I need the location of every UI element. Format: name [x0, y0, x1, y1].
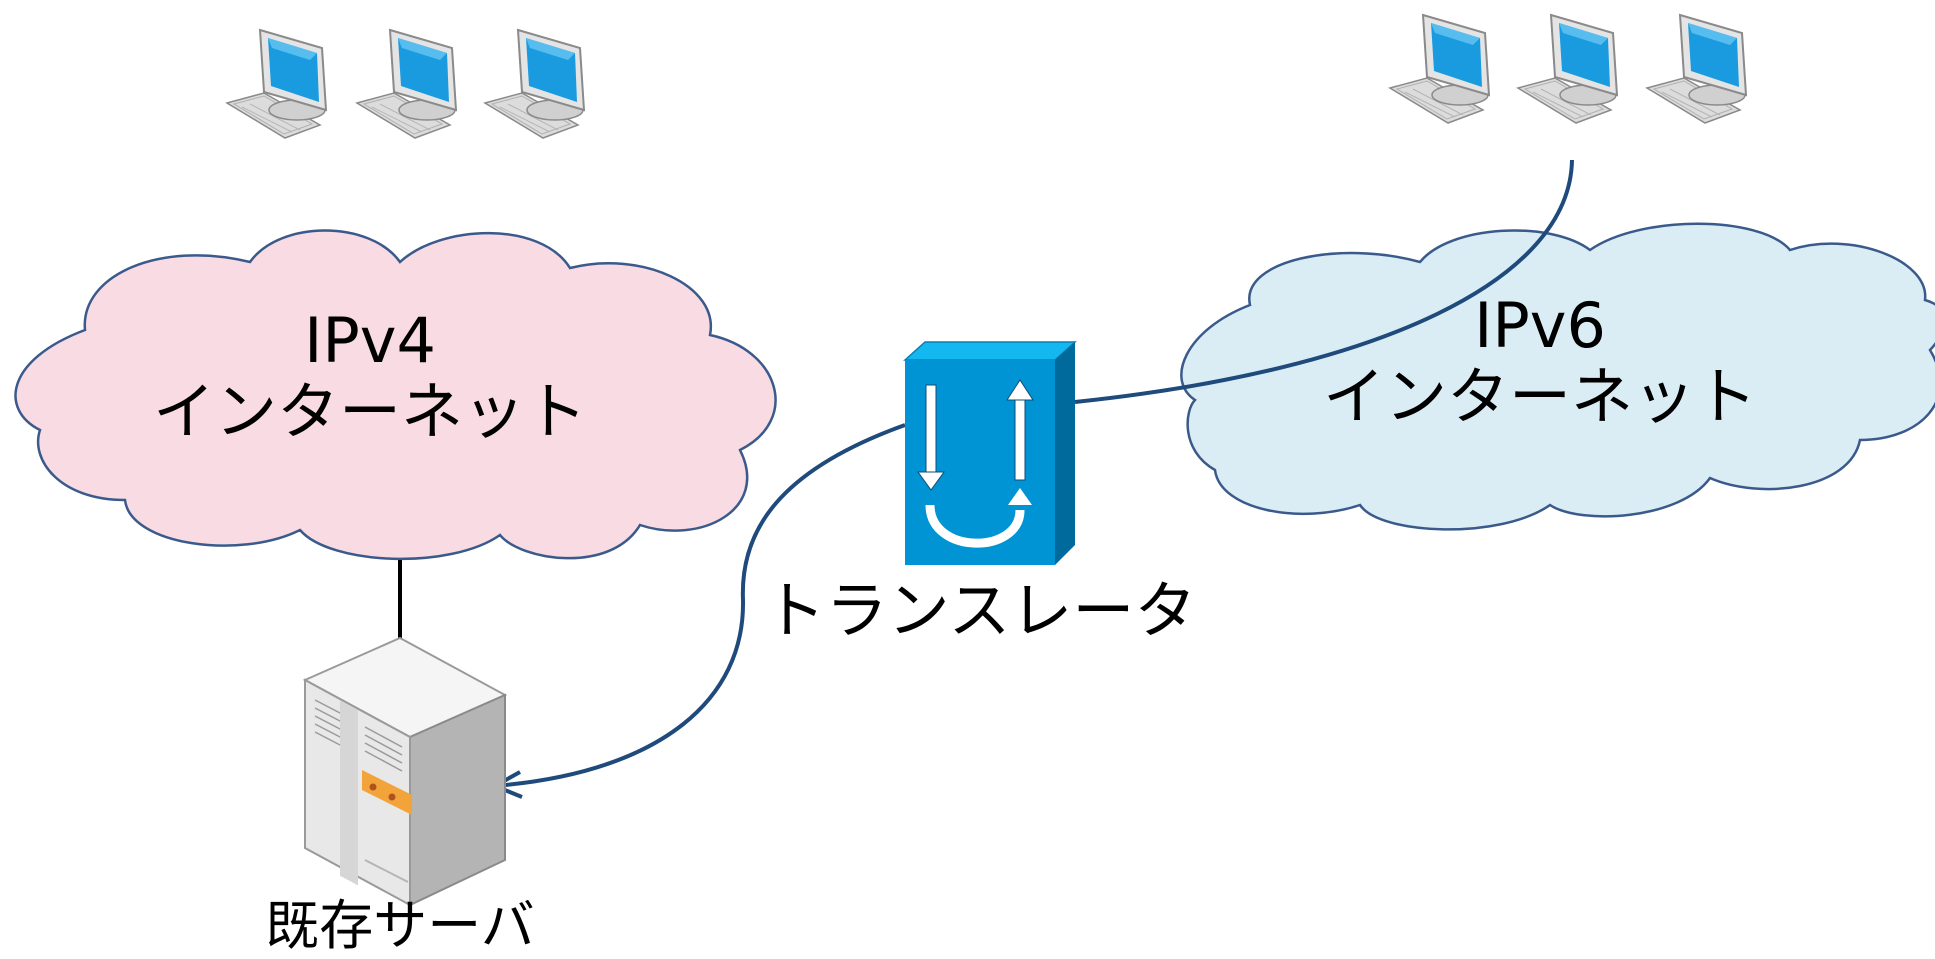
computer-icon	[356, 29, 457, 139]
ipv6-cloud	[1180, 222, 1935, 531]
ipv6-translator-link	[1074, 159, 1574, 404]
translator-icon	[903, 341, 1077, 565]
translator-server-link	[504, 423, 906, 787]
computer-icon	[226, 29, 327, 139]
ipv4-cloud	[14, 229, 777, 561]
computer-icon	[1389, 14, 1490, 124]
ipv6-label-line1: IPv6	[1474, 289, 1606, 362]
ipv6-label-line2: インターネット	[1322, 360, 1757, 434]
computer-icon	[1517, 14, 1618, 124]
computer-icon	[484, 29, 585, 139]
translator-label: トランスレータ	[763, 574, 1197, 647]
ipv4-cloud-label: IPv4 インターネット	[120, 305, 620, 448]
ipv6-clients	[1389, 14, 1747, 124]
ipv4-clients	[226, 29, 585, 139]
server-icon	[302, 636, 508, 907]
computer-icon	[1646, 14, 1747, 124]
ipv4-label-line1: IPv4	[304, 304, 436, 377]
ipv4-label-line2: インターネット	[152, 375, 587, 449]
ipv6-cloud-label: IPv6 インターネット	[1280, 290, 1800, 433]
server-label: 既存サーバ	[265, 894, 535, 957]
